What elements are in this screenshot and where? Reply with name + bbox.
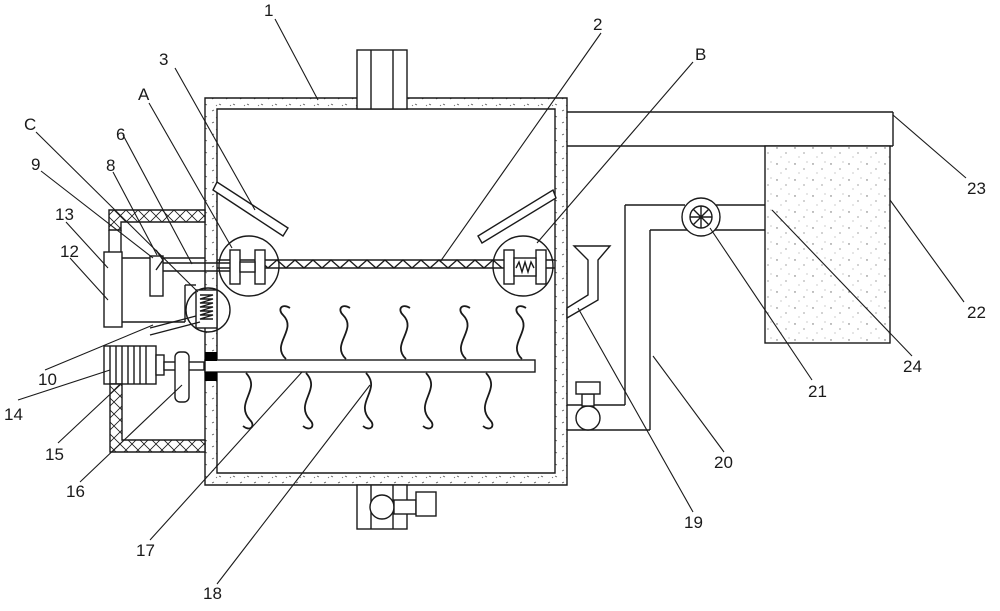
seal-bottom [205, 372, 217, 381]
left-deflector [212, 180, 289, 237]
label-9: 9 [31, 155, 40, 174]
label-20: 20 [714, 453, 733, 472]
label-3: 3 [159, 50, 168, 69]
stirring-shaft [204, 352, 536, 381]
label-1: 1 [264, 1, 273, 20]
label-24: 24 [903, 357, 922, 376]
lower-link [149, 315, 201, 336]
label-19: 19 [684, 513, 703, 532]
detail-circle-b [492, 235, 554, 297]
tank-body [204, 97, 568, 486]
label-15: 15 [45, 445, 64, 464]
label-8: 8 [106, 156, 115, 175]
label-14: 14 [4, 405, 23, 424]
detail-circle-c [185, 287, 231, 333]
stirring-blades [242, 305, 527, 430]
label-13: 13 [55, 205, 74, 224]
push-rod [149, 249, 230, 297]
return-pipe [567, 204, 765, 431]
label-c: C [24, 115, 36, 134]
label-16: 16 [66, 482, 85, 501]
label-10: 10 [38, 370, 57, 389]
coupling [163, 351, 205, 403]
label-2: 2 [593, 15, 602, 34]
motor-support [109, 383, 206, 453]
circulation-pump [681, 197, 721, 237]
label-22: 22 [967, 303, 986, 322]
seal-top [205, 352, 217, 361]
outlet-valve [369, 491, 437, 520]
right-deflector [477, 188, 557, 244]
label-a: A [138, 85, 150, 104]
motor [103, 345, 165, 385]
label-23: 23 [967, 179, 986, 198]
labels: 1 2 3 A B C 6 9 8 13 12 10 14 15 16 17 1… [4, 1, 986, 603]
label-b: B [695, 45, 706, 64]
filter-screen [217, 259, 555, 269]
label-18: 18 [203, 584, 222, 603]
top-pipe [567, 111, 894, 147]
label-12: 12 [60, 242, 79, 261]
label-21: 21 [808, 382, 827, 401]
inlet-pipe [356, 49, 408, 110]
pipe-valve [575, 381, 601, 431]
label-6: 6 [116, 125, 125, 144]
feed-hopper [566, 245, 612, 320]
label-17: 17 [136, 541, 155, 560]
leader-lines [17, 18, 967, 585]
detail-circle-a [218, 235, 280, 297]
storage-tank [764, 145, 891, 344]
